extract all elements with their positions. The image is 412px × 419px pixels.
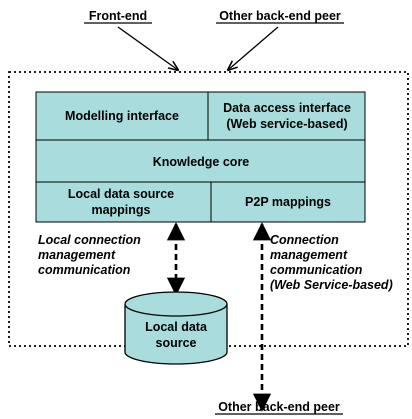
connection-management-annotation-line4: (Web Service-based) — [270, 278, 393, 292]
local-data-source-mappings-label: Local data source — [68, 187, 174, 201]
data-access-interface-sublabel: (Web service-based) — [226, 117, 347, 131]
core-box-frame — [35, 91, 366, 223]
connection-management-annotation-line3: communication — [270, 263, 363, 277]
knowledge-core-label: Knowledge core — [153, 155, 250, 169]
local-data-source-cylinder — [124, 291, 228, 365]
other-peer-bottom-label: Other back-end peer — [218, 400, 340, 414]
local-data-source-sublabel: source — [156, 336, 197, 350]
local-data-source-label: Local data — [145, 320, 208, 334]
core-component-box — [35, 91, 366, 223]
other-peer-top-label: Other back-end peer — [219, 9, 341, 23]
front-end-label: Front-end — [89, 9, 147, 23]
modelling-interface-label: Modelling interface — [65, 109, 179, 123]
back-end-boundary — [8, 71, 409, 347]
data-access-interface-label: Data access interface — [223, 101, 351, 115]
p2p-mappings-label: P2P mappings — [245, 195, 331, 209]
connection-management-annotation-line1: Connection — [270, 233, 339, 247]
connection-management-annotation-line2: management — [270, 248, 348, 262]
local-connection-annotation-line3: communication — [38, 263, 131, 277]
other-peer-top-arrow — [228, 26, 279, 70]
front-end-arrow — [117, 26, 178, 70]
local-connection-annotation-line1: Local connection — [38, 233, 141, 247]
local-connection-annotation-line2: management — [38, 248, 116, 262]
local-data-source-mappings-sublabel: mappings — [91, 203, 150, 217]
